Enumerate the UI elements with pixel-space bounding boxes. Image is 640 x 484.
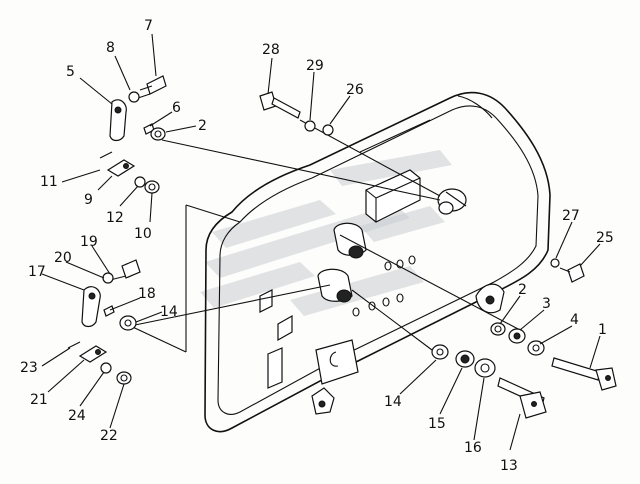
callout-4: 4 (570, 312, 579, 328)
part-seal-15 (455, 350, 475, 368)
part-bolt-28 (259, 91, 301, 119)
callout-10: 10 (134, 226, 152, 242)
part-plate-9 (106, 159, 136, 177)
part-washer-8 (128, 91, 140, 103)
callout-6: 6 (172, 100, 181, 116)
callout-22: 22 (100, 428, 118, 444)
callout-25: 25 (596, 230, 614, 246)
callout-29: 29 (306, 58, 324, 74)
callout-14-right: 14 (384, 394, 402, 410)
part-plate-21 (78, 345, 108, 363)
part-bolt-10 (144, 180, 160, 194)
callout-27: 27 (562, 208, 580, 224)
callout-13: 13 (500, 458, 518, 474)
part-washer-27 (550, 258, 560, 268)
callout-3: 3 (542, 296, 551, 312)
part-bushing-2-right (490, 322, 506, 336)
part-washer-24 (100, 362, 112, 374)
callout-8: 8 (106, 40, 115, 56)
part-washer-20 (102, 272, 114, 284)
part-pin-18 (103, 305, 115, 317)
callout-23: 23 (20, 360, 38, 376)
callout-labels: 7 8 5 6 2 11 9 12 10 19 20 17 18 14 23 2… (20, 18, 614, 474)
part-bolt-7 (131, 75, 167, 101)
callout-12: 12 (106, 210, 124, 226)
callout-leaders (41, 33, 601, 451)
callout-18: 18 (138, 286, 156, 302)
part-bushing-14-left (119, 315, 137, 331)
callout-20: 20 (54, 250, 72, 266)
part-washer-26 (322, 124, 334, 136)
part-washer-29 (304, 120, 316, 132)
callout-7: 7 (144, 18, 153, 34)
part-bolt-19 (109, 259, 141, 281)
callout-19: 19 (80, 234, 98, 250)
part-bolt-22 (116, 371, 132, 385)
callout-2-left: 2 (198, 118, 207, 134)
callout-24: 24 (68, 408, 86, 424)
part-seal-3 (508, 328, 526, 344)
callout-17: 17 (28, 264, 46, 280)
callout-11: 11 (40, 174, 58, 190)
part-pin-23 (67, 341, 81, 349)
part-bushing-2-left (150, 127, 166, 141)
callout-5: 5 (66, 64, 75, 80)
part-washer-12 (134, 176, 146, 188)
part-washer-16 (474, 358, 496, 378)
part-bushing-14-right (431, 344, 449, 360)
callout-16: 16 (464, 440, 482, 456)
callout-1: 1 (598, 322, 607, 338)
callout-26: 26 (346, 82, 364, 98)
part-bolt-25 (559, 263, 585, 283)
part-shaft-13 (497, 377, 547, 419)
part-lever-17 (81, 286, 101, 328)
assembly-lines (134, 119, 521, 351)
part-shaft-1 (551, 357, 617, 391)
callout-21: 21 (30, 392, 48, 408)
callout-14-left: 14 (160, 304, 178, 320)
part-washer-4 (527, 340, 545, 356)
callout-15: 15 (428, 416, 446, 432)
watermark-logo (200, 150, 452, 316)
callout-2-right: 2 (518, 282, 527, 298)
part-pin-11 (99, 151, 113, 159)
cover-details (259, 169, 505, 415)
cover-housing (204, 91, 551, 433)
callout-28: 28 (262, 42, 280, 58)
part-lever-5 (109, 99, 127, 142)
callout-9: 9 (84, 192, 93, 208)
